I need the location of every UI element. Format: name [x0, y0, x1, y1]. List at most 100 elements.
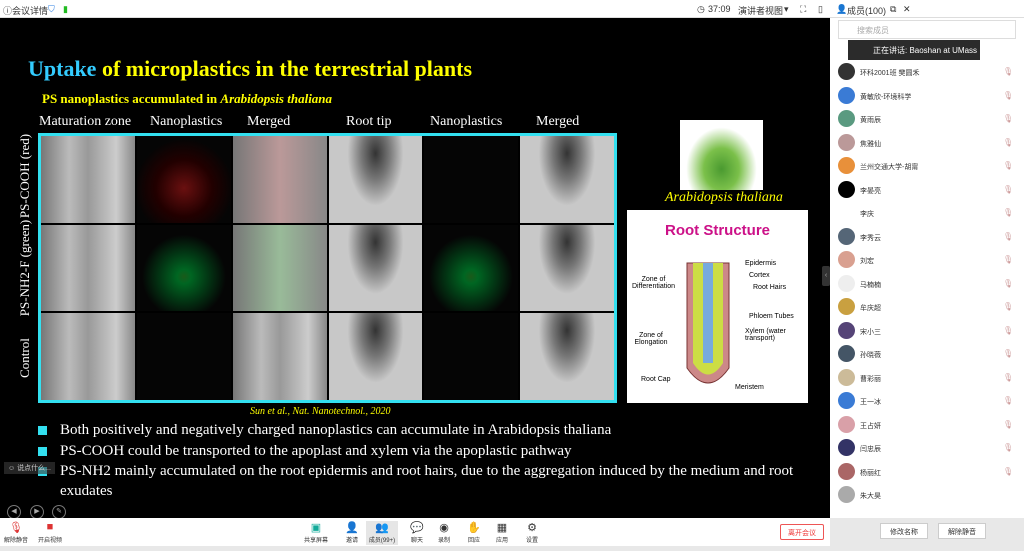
- member-item[interactable]: 曹彩丽🎙: [838, 366, 1022, 389]
- member-item[interactable]: 王一冰 🎙: [838, 389, 1022, 412]
- member-item[interactable]: 闫忠辰🎙: [838, 436, 1022, 459]
- info-icon[interactable]: ⓘ: [3, 6, 13, 16]
- col-header: Maturation zone: [39, 114, 132, 129]
- mic-muted-icon[interactable]: 🎙: [1003, 466, 1014, 476]
- mic-muted-icon[interactable]: 🎙: [1003, 161, 1014, 170]
- mic-muted-icon[interactable]: 🎙: [1003, 349, 1014, 358]
- mic-muted-icon[interactable]: 🎙: [1003, 443, 1014, 452]
- member-item[interactable]: 焦雅仙🎙: [838, 131, 1022, 154]
- pen-icon[interactable]: ✎: [52, 505, 66, 518]
- member-name: 李庆: [860, 211, 874, 218]
- mic-muted-icon[interactable]: 🎙: [1003, 325, 1014, 335]
- prev-icon[interactable]: ◀: [7, 505, 21, 518]
- member-item[interactable]: 黄敏欣-环境科学🎙: [838, 84, 1022, 107]
- react-icon: ✋: [467, 522, 481, 534]
- mic-muted-icon[interactable]: 🎙: [1003, 372, 1014, 382]
- member-item[interactable]: 王占妍🎙: [838, 413, 1022, 436]
- settings-button[interactable]: ⚙设置: [518, 521, 546, 544]
- label: 应用: [495, 538, 508, 544]
- member-item[interactable]: 刘宏 🎙: [838, 248, 1022, 271]
- react-button[interactable]: ✋ 回应: [460, 521, 488, 544]
- micrograph: [424, 136, 519, 223]
- unmute-all-button[interactable]: 解除静音: [938, 523, 986, 539]
- label: 回应: [467, 538, 480, 544]
- video-button[interactable]: ■开启视频: [36, 521, 64, 544]
- gear-icon: ⚙: [527, 522, 537, 534]
- member-item[interactable]: 李晏亮🎙: [838, 178, 1022, 201]
- mic-muted-icon[interactable]: 🎙: [1003, 231, 1014, 241]
- micrograph: [424, 224, 519, 312]
- invite-button[interactable]: 👤邀请: [338, 521, 366, 544]
- members-title: 成员(100): [847, 6, 887, 16]
- rename-button[interactable]: 修改名称: [880, 523, 928, 539]
- mic-muted-icon[interactable]: 🎙: [1003, 137, 1014, 147]
- chevron-down-icon[interactable]: ▾: [784, 4, 789, 14]
- member-item[interactable]: 李秀云🎙: [838, 225, 1022, 248]
- members-button[interactable]: 👥成员(99+): [366, 521, 398, 545]
- plant-name: Arabidopsis thaliana: [665, 190, 783, 205]
- avatar: [838, 415, 855, 433]
- bullet-text: PS-NH2 mainly accumulated on the root ep…: [60, 463, 794, 499]
- mic-muted-icon[interactable]: 🎙: [1003, 302, 1014, 311]
- meeting-toolbar: 🎙解除静音 ■开启视频 ▣共享屏幕 👤邀请 👥成员(99+) 💬聊天 ◉录制 ✋…: [0, 518, 830, 546]
- popout-icon[interactable]: ⧉: [890, 4, 897, 14]
- diagram-label: Epidermis: [745, 260, 777, 267]
- member-name: 环科2001班 樊圆禾: [860, 70, 920, 77]
- mic-muted-icon[interactable]: 🎙: [1003, 184, 1014, 194]
- diagram-label: Zone of Elongation: [634, 332, 668, 346]
- fullscreen-icon[interactable]: ⛶: [800, 4, 807, 14]
- diagram-label: Phloem Tubes: [749, 313, 794, 320]
- member-item[interactable]: 孙晓薇🎙: [838, 342, 1022, 365]
- chat-button[interactable]: 💬聊天: [403, 521, 431, 544]
- apps-icon: ▦: [496, 522, 508, 534]
- leave-meeting-button[interactable]: 离开会议: [780, 524, 824, 540]
- member-item[interactable]: 牟庆超🎙: [838, 295, 1022, 318]
- mic-muted-icon[interactable]: 🎙: [1003, 419, 1014, 429]
- member-item[interactable]: 黄雨辰🎙: [838, 107, 1022, 130]
- mic-muted-icon[interactable]: 🎙: [1003, 208, 1014, 217]
- member-name: 刘宏: [860, 258, 874, 265]
- mic-muted-icon[interactable]: 🎙: [1003, 278, 1014, 288]
- row-label: Control: [17, 338, 32, 378]
- mic-muted-icon[interactable]: 🎙: [1003, 114, 1014, 123]
- shield-icon[interactable]: ⛉: [48, 4, 55, 14]
- annotate-input[interactable]: ☺ 说点什么...: [4, 462, 55, 474]
- mic-muted-icon[interactable]: 🎙: [1003, 90, 1014, 100]
- avatar: [838, 180, 855, 198]
- avatar: [838, 392, 855, 409]
- close-icon[interactable]: ✕: [903, 4, 911, 14]
- micrograph: [328, 313, 423, 400]
- view-selector[interactable]: 演讲者视图: [738, 6, 784, 16]
- diagram-title: Root Structure: [665, 222, 770, 239]
- micrograph: [520, 136, 614, 223]
- bullet: Both positively and negatively charged n…: [38, 420, 798, 440]
- member-item[interactable]: 宋小三🎙: [838, 319, 1022, 342]
- mic-muted-icon[interactable]: 🎙: [1003, 396, 1014, 405]
- avatar: [838, 63, 855, 80]
- member-item[interactable]: 朱大昊: [838, 483, 1022, 506]
- collapse-panel-icon[interactable]: ‹: [822, 266, 830, 286]
- avatar: [838, 227, 855, 245]
- apps-button[interactable]: ▦ 应用: [488, 521, 516, 544]
- next-icon[interactable]: ▶: [30, 505, 44, 518]
- label: 开启视频: [37, 538, 62, 544]
- member-name: 王一冰: [860, 399, 881, 406]
- layout-icon[interactable]: ▯: [818, 4, 823, 14]
- mic-muted-icon: 🎙: [9, 522, 23, 534]
- member-item[interactable]: 李庆 🎙: [838, 201, 1022, 224]
- mic-muted-icon[interactable]: 🎙: [1003, 255, 1014, 264]
- micrograph: [520, 224, 614, 312]
- search-input[interactable]: 搜索成员: [838, 20, 1016, 39]
- meeting-details[interactable]: 会议详情: [12, 6, 49, 16]
- unmute-button[interactable]: 🎙解除静音: [2, 521, 30, 544]
- avatar: [838, 298, 855, 315]
- member-item[interactable]: 兰州交通大学-胡甯🎙: [838, 154, 1022, 177]
- micrograph: [520, 313, 614, 400]
- mic-muted-icon[interactable]: 🎙: [1003, 67, 1014, 76]
- member-item[interactable]: 马楠楠🎙: [838, 272, 1022, 295]
- share-screen-button[interactable]: ▣共享屏幕: [302, 521, 330, 544]
- record-button[interactable]: ◉录制: [430, 521, 458, 544]
- micrograph: [328, 224, 423, 312]
- member-item[interactable]: 环科2001班 樊圆禾 🎙: [838, 60, 1022, 83]
- member-item[interactable]: 杨丽红🎙: [838, 460, 1022, 483]
